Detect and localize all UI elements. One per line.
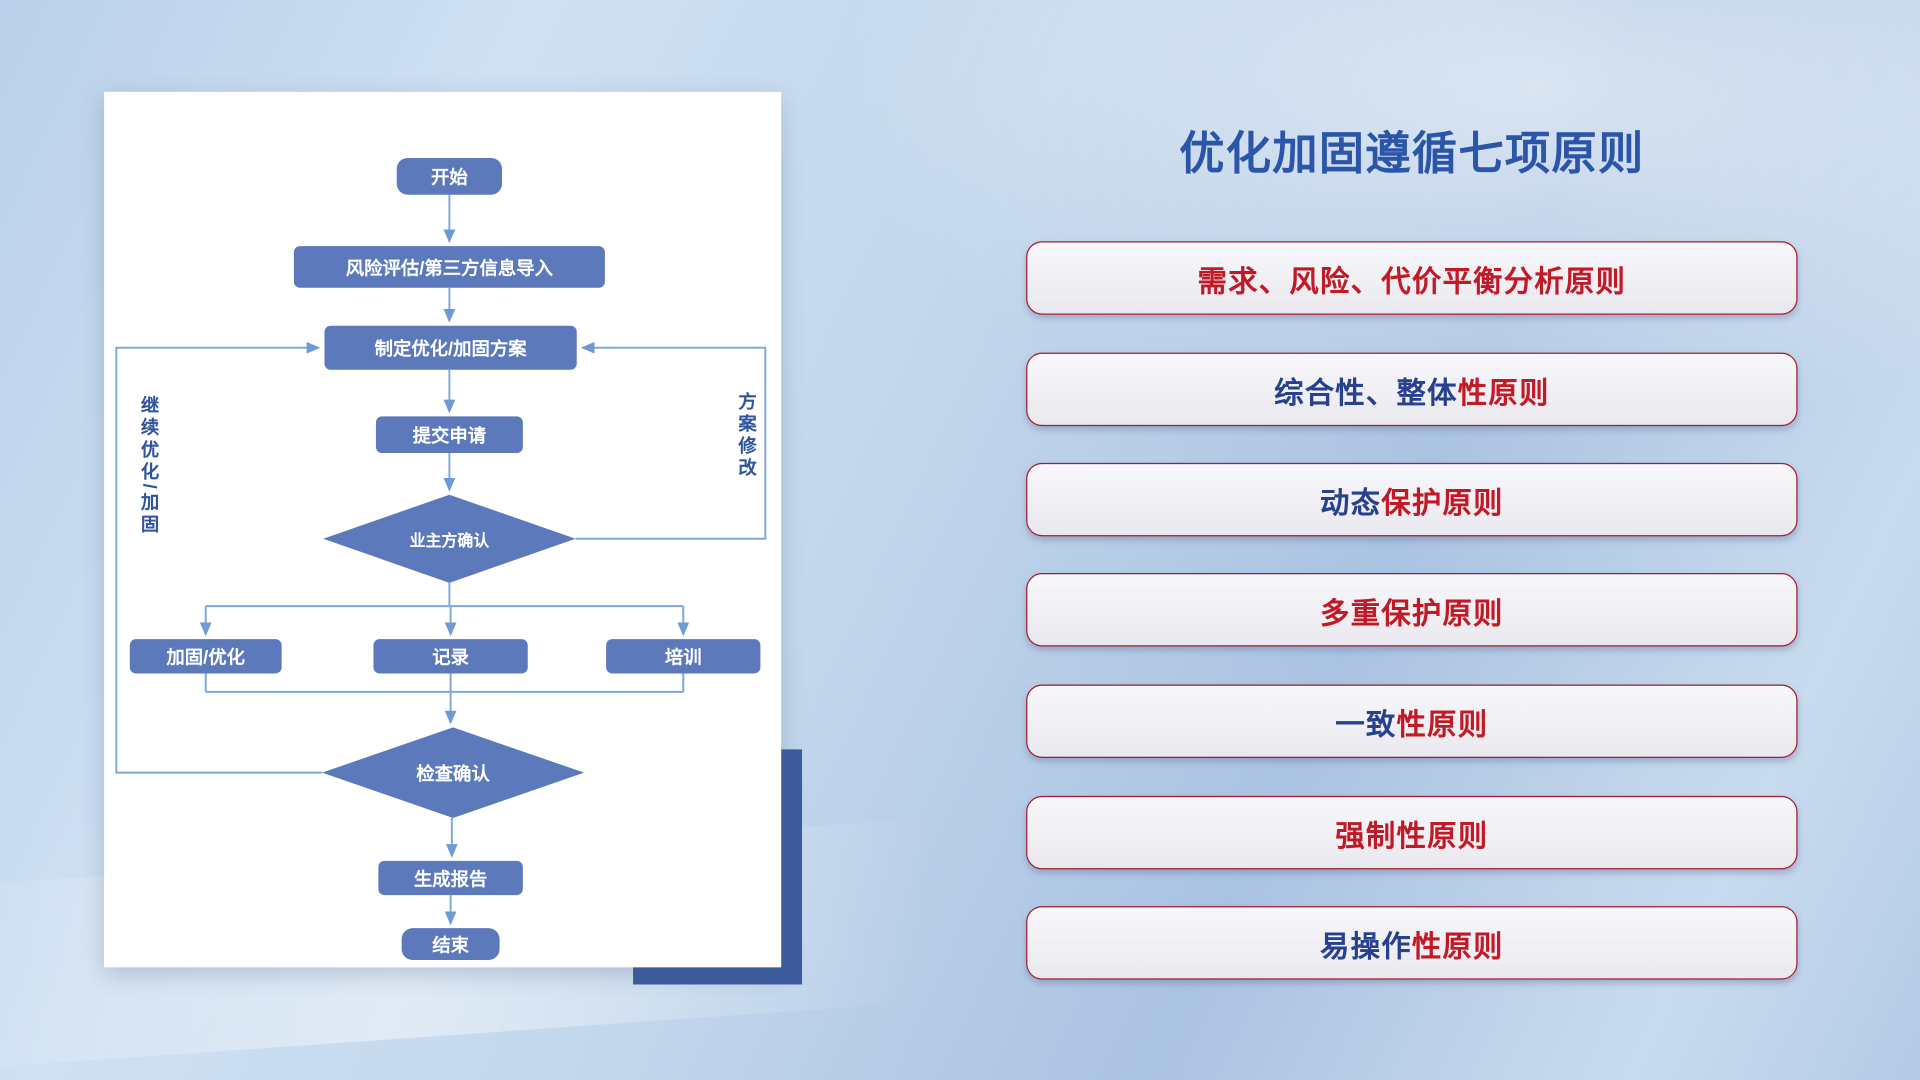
- principle-box-4: 多重保护原则: [1026, 573, 1798, 647]
- owner-confirm-diamond: [323, 494, 576, 583]
- flow-node-check-confirm-label: 检查确认: [416, 763, 490, 785]
- flow-node-owner-confirm-label: 业主方确认: [409, 530, 490, 550]
- principle-box-2: 综合性、整体性原则: [1026, 352, 1798, 427]
- flow-node-harden: 加固/优化: [129, 639, 282, 674]
- principle-5-text-blue: 一致: [1335, 708, 1397, 742]
- principle-3-text-red: 保护原则: [1381, 486, 1504, 520]
- loop-label-plan-modify: 方案修改: [735, 391, 757, 481]
- principle-box-6: 强制性原则: [1026, 795, 1798, 870]
- flow-node-start: 开始: [396, 157, 503, 195]
- loop-label-continue-optimize: 继续优化/加固: [138, 395, 160, 537]
- flow-node-make-plan: 制定优化/加固方案: [324, 325, 577, 370]
- slide-title: 优化加固遵循七项原则: [1179, 128, 1645, 179]
- flow-node-end: 结束: [401, 928, 500, 961]
- principle-7-text-blue: 易操作: [1320, 930, 1412, 964]
- flow-node-record: 记录: [373, 639, 528, 674]
- principle-7-text-red: 性原则: [1411, 930, 1504, 964]
- principle-5-text-red: 性原则: [1396, 708, 1489, 742]
- flow-node-submit: 提交申请: [375, 416, 523, 454]
- flowchart-card: 开始 风险评估/第三方信息导入 制定优化/加固方案 提交申请 业主方确认 加固/…: [104, 91, 782, 968]
- principle-box-3: 动态保护原则: [1026, 462, 1798, 537]
- principle-1-text-red: 需求、风险、代价平衡分析原则: [1197, 265, 1627, 299]
- flow-node-report: 生成报告: [378, 860, 523, 896]
- principle-6-text-red: 强制性原则: [1335, 819, 1489, 853]
- principle-box-1: 需求、风险、代价平衡分析原则: [1026, 241, 1798, 315]
- principle-4-text-red: 多重保护原则: [1320, 596, 1504, 631]
- principle-3-text-blue: 动态: [1320, 486, 1382, 520]
- flow-node-risk-import: 风险评估/第三方信息导入: [293, 246, 605, 288]
- flow-node-training: 培训: [606, 639, 761, 674]
- principle-2-text-blue: 综合性、整体: [1274, 376, 1458, 410]
- principle-box-7: 易操作性原则: [1026, 906, 1798, 980]
- principle-2-text-red: 性原则: [1457, 376, 1550, 410]
- principle-box-5: 一致性原则: [1026, 684, 1798, 758]
- flowchart-connectors: [115, 194, 767, 926]
